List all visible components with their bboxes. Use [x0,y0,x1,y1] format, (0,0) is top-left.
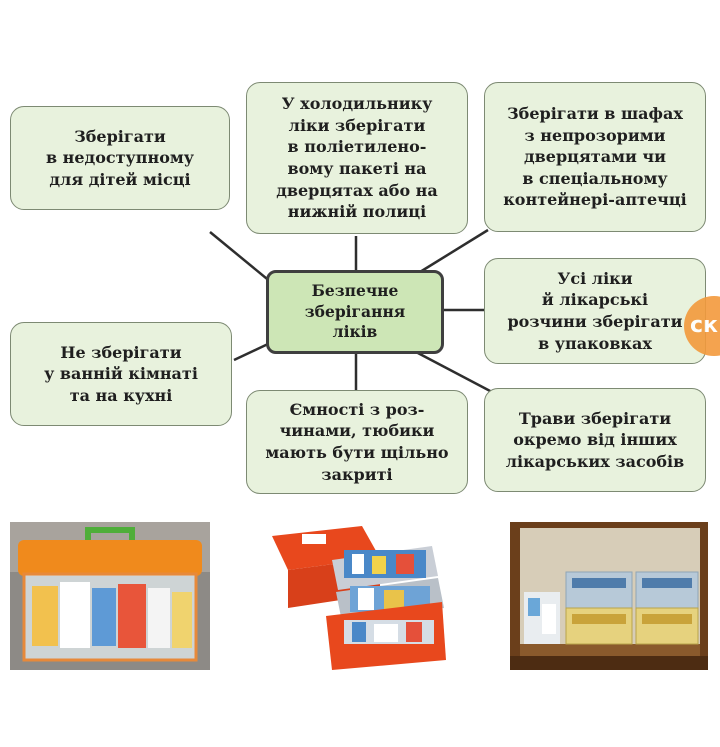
box-packaging: Усі ліки й лікарські розчини зберігати в… [484,258,706,364]
first-aid-box-illustration [262,516,458,676]
box-fridge: У холодильнику ліки зберігати в поліетил… [246,82,468,234]
box-cabinet: Зберігати в шафах з непрозорими дверцята… [484,82,706,232]
connector-children [209,231,273,284]
connector-cabinet [419,228,489,274]
connector-herbs [415,350,493,394]
connector-bathroom [233,342,269,362]
box-containers: Ємності з роз- чинами, тюбики мають бути… [246,390,468,494]
cabinet-shelf-illustration [510,522,708,670]
photo-plastic-container [10,522,210,670]
box-children: Зберігати в недоступному для дітей місці [10,106,230,210]
photo-cabinet-shelf [510,522,708,670]
connector-lines [209,228,493,394]
box-herbs: Трави зберігати окремо від інших лікарсь… [484,388,706,492]
plastic-container-illustration [10,522,210,670]
photo-first-aid-box [262,516,458,676]
center-node: Безпечне зберігання ліків [266,270,444,354]
box-bathroom: Не зберігати у ванній кімнаті та на кухн… [10,322,232,426]
